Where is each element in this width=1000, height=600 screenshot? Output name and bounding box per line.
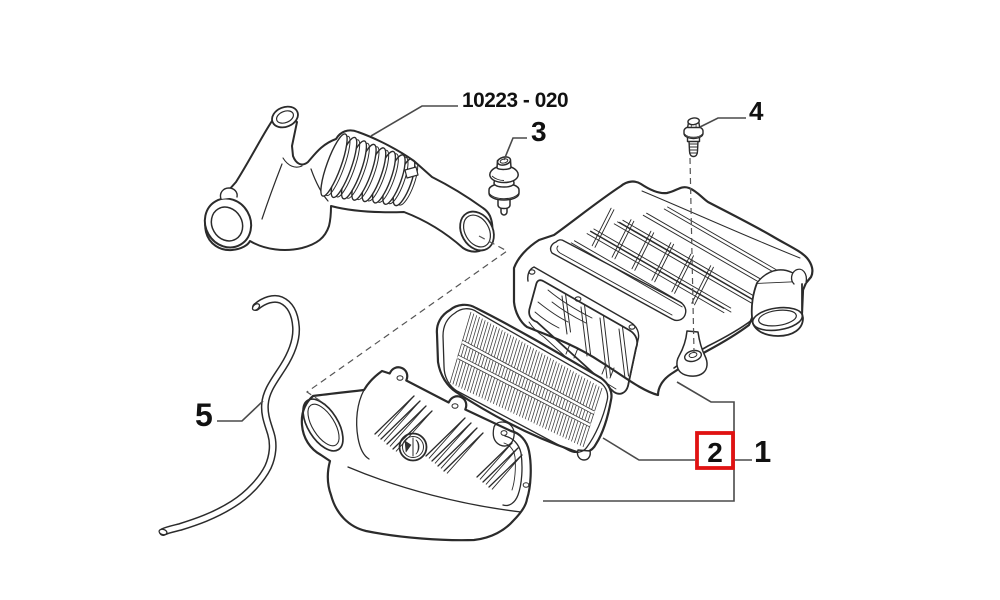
svg-text:3: 3	[531, 116, 547, 147]
svg-text:2: 2	[707, 437, 723, 468]
svg-text:1: 1	[754, 434, 771, 469]
svg-text:5: 5	[195, 397, 213, 433]
svg-text:4: 4	[749, 96, 764, 126]
svg-text:10223 - 020: 10223 - 020	[462, 89, 568, 112]
